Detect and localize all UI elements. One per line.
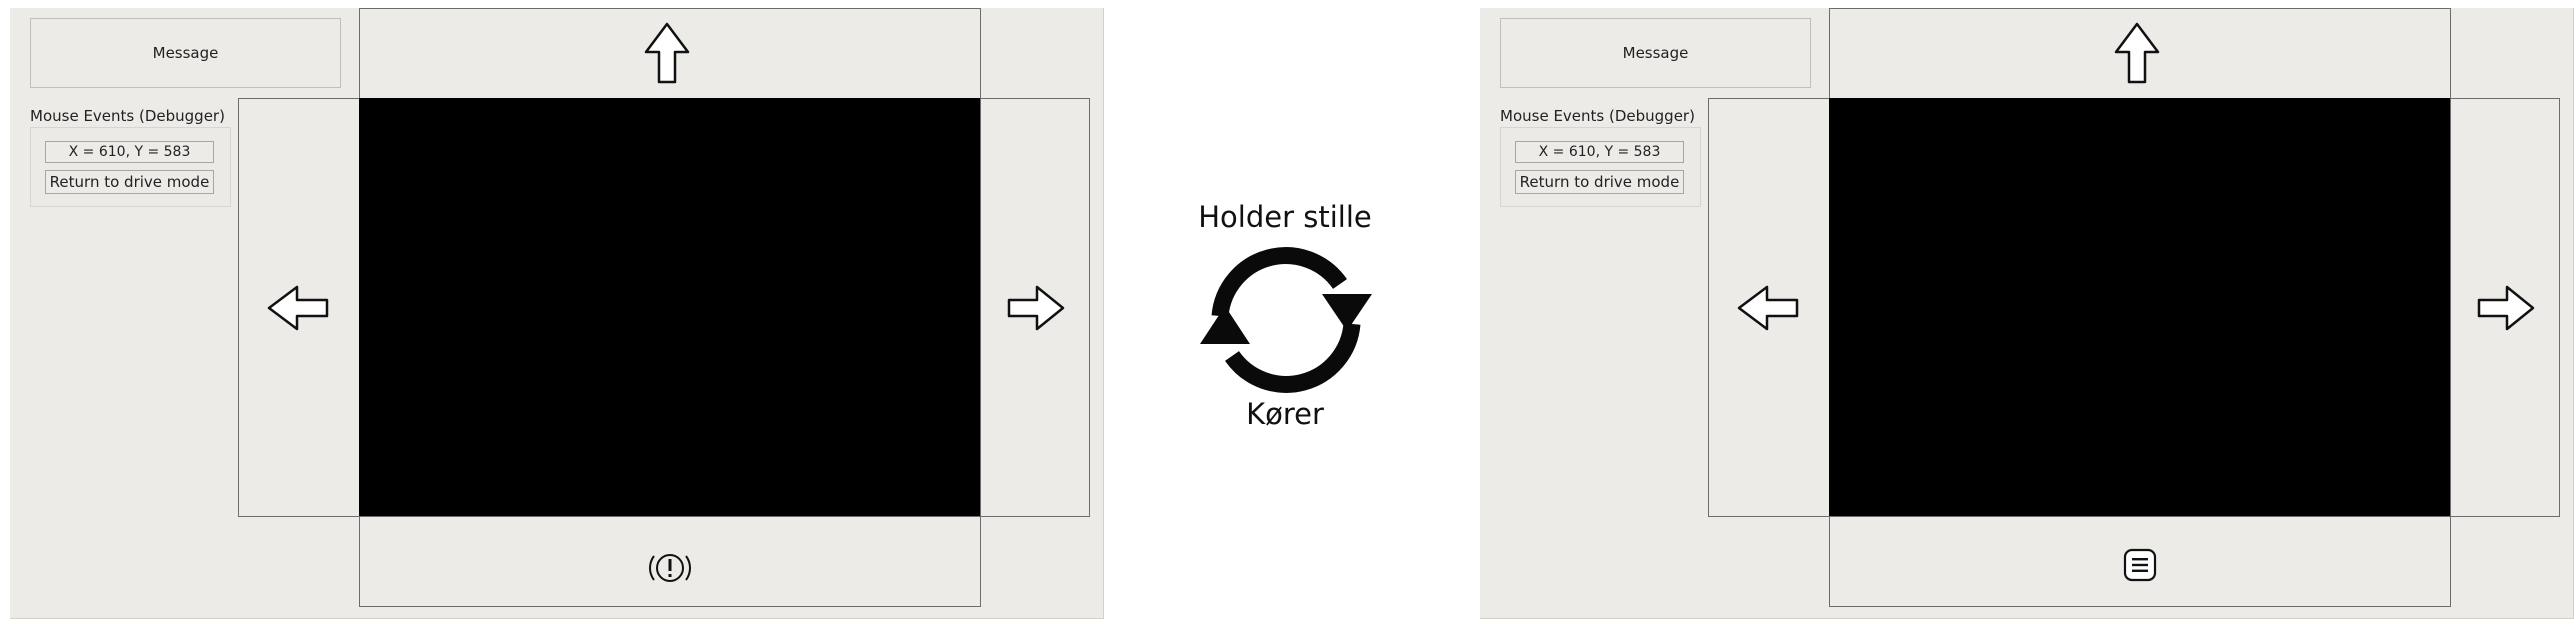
cycle-arrows-icon — [1200, 247, 1372, 393]
message-button-label: Message — [1622, 44, 1689, 62]
right-panel: Message Mouse Events (Debugger) X = 610,… — [1480, 8, 2574, 619]
debug-group: X = 610, Y = 583 Return to drive mode — [30, 127, 231, 207]
right-arrow-icon — [2477, 285, 2535, 331]
forward-button[interactable] — [1829, 8, 2451, 99]
message-button-label: Message — [152, 44, 219, 62]
up-arrow-icon — [644, 22, 690, 84]
turn-right-button[interactable] — [2450, 98, 2560, 517]
menu-icon — [2123, 548, 2157, 582]
mouse-coordinates-text: X = 610, Y = 583 — [68, 144, 191, 160]
drive-status-indicator: Holder stille Kører — [1180, 190, 1390, 450]
status-driving-label: Kører — [1246, 397, 1324, 431]
camera-view[interactable] — [1829, 98, 2451, 517]
menu-button[interactable] — [1829, 516, 2451, 607]
mouse-coordinates-label: X = 610, Y = 583 — [45, 141, 214, 163]
debug-group-title: Mouse Events (Debugger) — [30, 107, 225, 125]
camera-view[interactable] — [359, 98, 981, 517]
mouse-coordinates-text: X = 610, Y = 583 — [1538, 144, 1661, 160]
up-arrow-icon — [2114, 22, 2160, 84]
debug-group: X = 610, Y = 583 Return to drive mode — [1500, 127, 1701, 207]
return-to-drive-mode-label: Return to drive mode — [1519, 173, 1680, 191]
emergency-button[interactable] — [359, 516, 981, 607]
status-stopped-label: Holder stille — [1198, 200, 1372, 234]
return-to-drive-mode-label: Return to drive mode — [49, 173, 210, 191]
left-panel: Message Mouse Events (Debugger) X = 610,… — [10, 8, 1104, 619]
message-button[interactable]: Message — [1500, 18, 1811, 88]
turn-left-button[interactable] — [238, 98, 360, 517]
mouse-coordinates-label: X = 610, Y = 583 — [1515, 141, 1684, 163]
turn-right-button[interactable] — [980, 98, 1090, 517]
left-arrow-icon — [267, 285, 329, 331]
warning-icon — [649, 554, 691, 582]
return-to-drive-mode-button[interactable]: Return to drive mode — [45, 170, 214, 194]
forward-button[interactable] — [359, 8, 981, 99]
message-button[interactable]: Message — [30, 18, 341, 88]
debug-group-title: Mouse Events (Debugger) — [1500, 107, 1695, 125]
turn-left-button[interactable] — [1708, 98, 1830, 517]
right-arrow-icon — [1007, 285, 1065, 331]
return-to-drive-mode-button[interactable]: Return to drive mode — [1515, 170, 1684, 194]
left-arrow-icon — [1737, 285, 1799, 331]
